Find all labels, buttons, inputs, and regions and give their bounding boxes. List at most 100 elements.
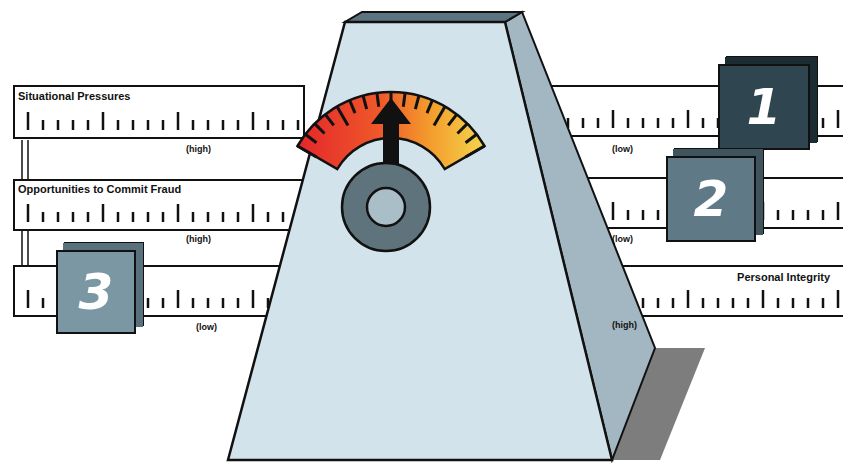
scale-tick bbox=[102, 204, 105, 222]
scale-tick bbox=[657, 210, 660, 220]
scale-title: Opportunities to Commit Fraud bbox=[18, 183, 181, 195]
meter-top bbox=[345, 12, 522, 22]
scale-tick bbox=[252, 204, 255, 222]
scale-tick bbox=[627, 210, 630, 220]
scale-tick bbox=[282, 212, 285, 222]
gauge-arc bbox=[298, 92, 485, 169]
scale-tick bbox=[162, 212, 165, 222]
scale-tick bbox=[27, 204, 30, 222]
gauge-tick bbox=[427, 100, 432, 113]
scale-tick bbox=[687, 290, 690, 308]
scale-tick bbox=[267, 212, 270, 222]
scale-tick bbox=[102, 112, 105, 130]
scale-tick bbox=[147, 120, 150, 130]
scale-tick bbox=[237, 212, 240, 222]
scale-title: Situational Pressures bbox=[18, 90, 131, 102]
scale-tick bbox=[612, 110, 615, 128]
scale-tick bbox=[27, 112, 30, 130]
scale-tick bbox=[837, 110, 840, 128]
scale-tick bbox=[42, 298, 45, 308]
scale-tick bbox=[57, 212, 60, 222]
gauge-tick bbox=[434, 106, 445, 125]
gauge-tick bbox=[465, 146, 484, 157]
gauge-tick bbox=[325, 114, 334, 125]
scale-tick bbox=[672, 118, 675, 128]
scale-tick bbox=[207, 212, 210, 222]
scale-tick bbox=[807, 298, 810, 308]
scale-tick bbox=[237, 298, 240, 308]
scale-title: Personal Integrity bbox=[640, 271, 830, 283]
scale-tick bbox=[27, 290, 30, 308]
scale-tick bbox=[177, 204, 180, 222]
scale-tick bbox=[162, 298, 165, 308]
scale-tick bbox=[822, 118, 825, 128]
callout-number: 1 bbox=[747, 82, 782, 132]
scale-tick bbox=[177, 112, 180, 130]
scale-tick bbox=[267, 120, 270, 130]
scale-tick bbox=[207, 120, 210, 130]
scale-tick bbox=[72, 120, 75, 130]
gauge-tick bbox=[315, 124, 325, 134]
scale-tick bbox=[192, 212, 195, 222]
scale-tick bbox=[192, 120, 195, 130]
scale-tick bbox=[657, 118, 660, 128]
scale-end-label: (low) bbox=[196, 322, 217, 332]
scale-end-label: (low) bbox=[612, 234, 633, 244]
scale-tick bbox=[777, 298, 780, 308]
scale-tick bbox=[837, 290, 840, 308]
scale-tick bbox=[132, 212, 135, 222]
scale-tick bbox=[222, 120, 225, 130]
scale-tick bbox=[42, 120, 45, 130]
scale-tick bbox=[42, 212, 45, 222]
scale-tick bbox=[792, 298, 795, 308]
scale-tick bbox=[222, 212, 225, 222]
scale-tick bbox=[687, 110, 690, 128]
gauge-tick bbox=[363, 96, 367, 110]
scale-tick bbox=[597, 118, 600, 128]
scale-tick bbox=[642, 118, 645, 128]
scale-tick bbox=[147, 212, 150, 222]
scale-tick bbox=[627, 118, 630, 128]
scale-tick bbox=[192, 298, 195, 308]
gauge-knob-center bbox=[367, 188, 405, 226]
scale-tick bbox=[642, 298, 645, 308]
scale-end-label: (low) bbox=[612, 144, 633, 154]
scale-tick bbox=[672, 298, 675, 308]
scale-tick bbox=[147, 298, 150, 308]
scale-tick bbox=[222, 298, 225, 308]
scale-tick bbox=[57, 120, 60, 130]
scale-end-label: (high) bbox=[186, 144, 211, 154]
scale-tick bbox=[252, 112, 255, 130]
gauge-tick bbox=[377, 93, 379, 107]
scale-tick bbox=[732, 298, 735, 308]
scale-tick bbox=[207, 298, 210, 308]
scale-tick bbox=[762, 202, 765, 220]
gauge-tick bbox=[350, 100, 355, 113]
scale-tick bbox=[612, 202, 615, 220]
scale-tick bbox=[252, 290, 255, 308]
slider-box: 2 bbox=[666, 156, 756, 242]
gauge-tick bbox=[415, 96, 419, 110]
gauge-tick bbox=[403, 93, 405, 107]
scale-tick bbox=[297, 120, 300, 130]
scale-tick bbox=[837, 202, 840, 220]
scale-tick bbox=[132, 120, 135, 130]
callout-number: 3 bbox=[79, 267, 114, 317]
gauge-tick bbox=[457, 124, 467, 134]
scale-tick bbox=[702, 298, 705, 308]
scale-tick bbox=[117, 212, 120, 222]
gauge-knob bbox=[342, 163, 430, 251]
gauge-tick bbox=[305, 134, 316, 143]
scale-tick bbox=[792, 210, 795, 220]
gauge-needle bbox=[371, 98, 411, 168]
gauge-tick bbox=[297, 146, 316, 157]
callout-number: 2 bbox=[694, 174, 729, 224]
scale-tick bbox=[87, 212, 90, 222]
scale-tick bbox=[237, 120, 240, 130]
scale-tick bbox=[582, 118, 585, 128]
scale-tick bbox=[702, 118, 705, 128]
scale-tick bbox=[717, 298, 720, 308]
gauge-tick bbox=[337, 106, 348, 125]
scale-tick bbox=[762, 290, 765, 308]
gauge-tick bbox=[466, 134, 477, 143]
